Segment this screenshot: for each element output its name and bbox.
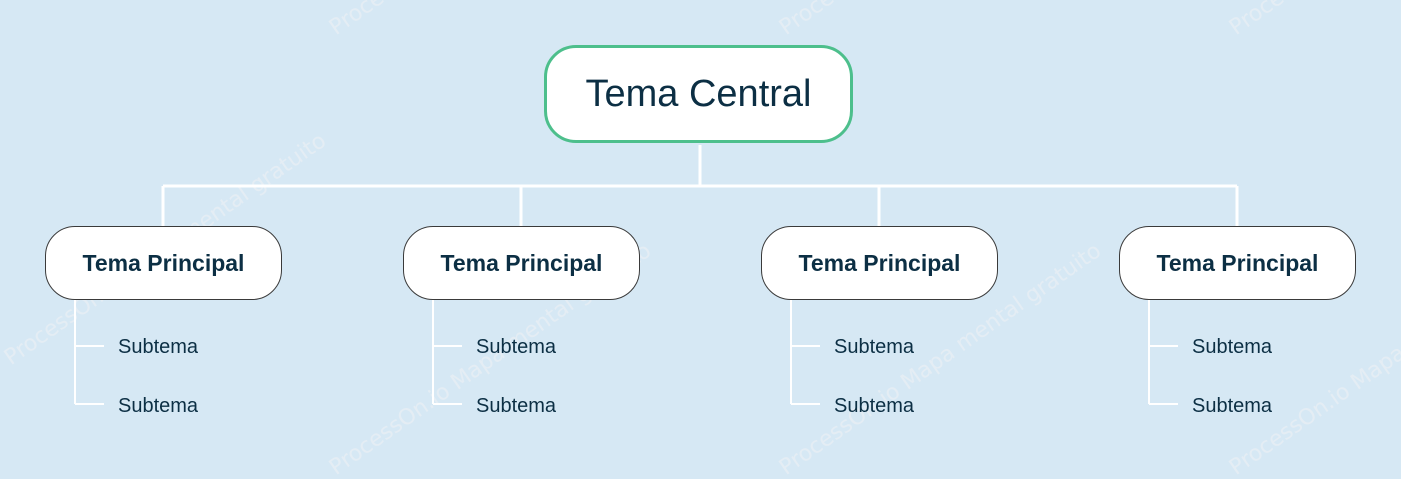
main-topic-node[interactable]: Tema Principal (403, 226, 640, 300)
subtopic-node[interactable]: Subtema (476, 336, 557, 358)
main-topic-node[interactable]: Tema Principal (1119, 226, 1356, 300)
subtopic-connector (1148, 300, 1178, 405)
central-topic-node[interactable]: Tema Central (544, 45, 853, 143)
subtopic-node[interactable]: Subtema (1192, 395, 1273, 417)
main-topic-node[interactable]: Tema Principal (45, 226, 282, 300)
main-topic-label: Tema Principal (82, 249, 245, 276)
subtopic-node[interactable]: Subtema (834, 336, 915, 358)
subtopic-connector (790, 300, 820, 405)
subtopic-connector (432, 300, 462, 405)
subtopic-node[interactable]: Subtema (834, 395, 915, 417)
subtopic-node[interactable]: Subtema (1192, 336, 1273, 358)
main-topic-node[interactable]: Tema Principal (761, 226, 998, 300)
main-topic-label: Tema Principal (1156, 249, 1319, 276)
central-topic-label: Tema Central (585, 72, 812, 115)
subtopic-connector (74, 300, 104, 405)
subtopic-node[interactable]: Subtema (118, 336, 199, 358)
subtopic-node[interactable]: Subtema (118, 395, 199, 417)
subtopic-node[interactable]: Subtema (476, 395, 557, 417)
main-topic-label: Tema Principal (440, 249, 603, 276)
main-topic-label: Tema Principal (798, 249, 961, 276)
